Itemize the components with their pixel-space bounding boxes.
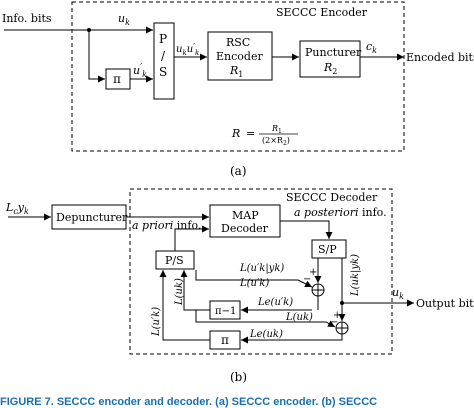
branch-dot-a	[87, 28, 91, 32]
plus-1: +	[309, 267, 317, 278]
rate-eq: =	[246, 127, 255, 140]
output-bits-label: Output bits	[416, 297, 474, 310]
deinterleaver-label: π−1	[215, 306, 236, 317]
ps-output-label: uku′k	[176, 42, 199, 57]
caption-a: (a)	[230, 164, 247, 178]
decoder-diagram	[8, 188, 414, 355]
figure-caption: FIGURE 7. SECCC encoder and decoder. (a)…	[0, 396, 377, 408]
le-uk-label: Le(uk)	[249, 329, 283, 340]
puncturer-block	[299, 40, 361, 78]
encoder-diagram	[4, 1, 405, 152]
l-ukprime-label: L(u′k)	[239, 278, 269, 289]
rsc-encoder-block	[207, 31, 273, 81]
map-to-sp	[280, 220, 333, 239]
interleaver-label: π	[113, 72, 121, 86]
decoder-title: SECCC Decoder	[286, 191, 378, 204]
encoder-enclosure	[71, 1, 405, 152]
rate-lhs: R	[231, 127, 240, 140]
branch-dot-b	[340, 301, 344, 305]
ps-label-p: P	[159, 32, 167, 46]
interleaver-label-b: π	[221, 333, 229, 347]
uk-output-label: uk	[392, 286, 404, 301]
decoder-labels: Lcyk Depuncturer SECCC Decoder a priori …	[5, 191, 474, 384]
decoder-enclosure	[129, 188, 393, 355]
encoder-title: SECCC Encoder	[276, 6, 368, 19]
uk-prime-label: u′k	[133, 63, 147, 79]
l-uk-left-label: L(uk)	[174, 278, 185, 306]
sp-block	[311, 239, 347, 259]
puncturer-rate: R2	[323, 61, 337, 76]
l-ukprime-left-label: L(u′k)	[151, 307, 162, 337]
encoder-labels: Info. bits SECCC Encoder uk u′k π P / S …	[2, 6, 474, 178]
l-uk-yk-label: L(uk|yk)	[350, 254, 361, 297]
l-ukprime-yk-label: L(u′k|yk)	[239, 263, 284, 274]
a-posteriori-label: a posteriori info.	[294, 206, 387, 219]
puncturer-label: Puncturer	[305, 46, 362, 59]
encoded-bits-label: Encoded bits	[406, 51, 474, 64]
map-label-1: MAP	[232, 209, 259, 222]
feedback-l-uk	[195, 310, 336, 328]
a-priori-label: a priori info.	[132, 219, 201, 232]
le-ukprime-label: Le(u′k)	[257, 297, 293, 308]
deinterleaver-to-ps	[180, 270, 210, 311]
depuncturer-label: Depuncturer	[56, 211, 128, 224]
sp-label: S/P	[318, 243, 337, 256]
rsc-rate: R1	[229, 64, 243, 79]
branch-to-interleaver	[88, 30, 105, 83]
feedback-l-ukprime	[195, 270, 313, 288]
rate-denominator: (2×R2)	[262, 136, 290, 147]
ps-block	[153, 22, 175, 100]
minus-1: −	[303, 274, 311, 285]
map-label-2: Decoder	[221, 222, 269, 235]
adder2-to-interleaver	[241, 334, 343, 344]
ps-label-b: P/S	[165, 254, 184, 267]
info-bits-label: Info. bits	[2, 12, 52, 25]
rate-numerator: R1	[271, 124, 282, 135]
rsc-label-1: RSC	[226, 36, 250, 49]
l-uk-bottom-label: L(uk)	[285, 312, 313, 323]
plus-2: +	[333, 310, 341, 321]
uk-label: uk	[118, 12, 130, 27]
lcyk-label: Lcyk	[5, 201, 29, 216]
ps-to-map	[174, 225, 209, 251]
caption-b: (b)	[230, 370, 247, 384]
ps-label-s: S	[159, 65, 167, 79]
ck-label: ck	[366, 40, 377, 55]
interleaver-to-ps	[159, 270, 210, 341]
rsc-label-2: Encoder	[216, 50, 263, 63]
ps-label-slash: /	[161, 49, 166, 63]
minus-2: −	[330, 317, 338, 328]
